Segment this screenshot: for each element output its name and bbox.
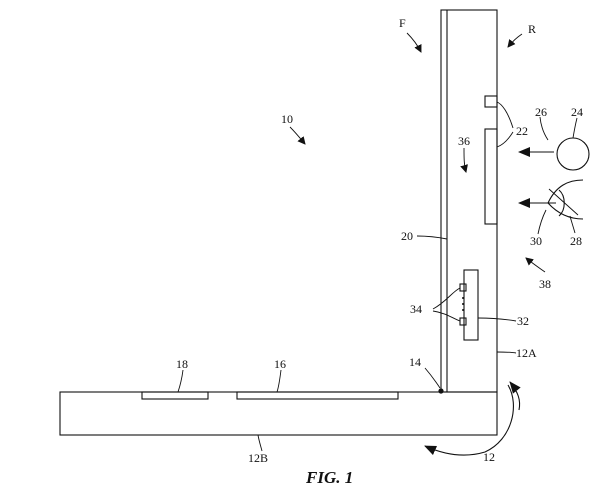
figure-caption: FIG. 1 (305, 468, 353, 487)
leader-20 (416, 235, 448, 240)
external-object (556, 137, 590, 171)
label-16: 16 (274, 357, 286, 371)
label-18: 18 (176, 357, 188, 371)
leader-34a (432, 287, 461, 310)
leader-22b (496, 131, 514, 148)
label-22: 22 (516, 124, 528, 138)
hinge-point (438, 388, 444, 394)
contact-bottom (459, 317, 467, 326)
leader-30 (537, 209, 547, 235)
leader-22a (496, 101, 514, 129)
label-12: 12 (483, 450, 495, 464)
label-14: 14 (409, 355, 421, 369)
leader-36 (460, 147, 468, 173)
component-18 (141, 391, 209, 400)
housing-curve-arrow (424, 384, 514, 456)
label-28: 28 (570, 234, 582, 248)
leader-38 (525, 257, 546, 273)
leader-18 (177, 369, 184, 393)
label-20: 20 (401, 229, 413, 243)
leader-16 (276, 369, 282, 393)
leader-24 (572, 117, 578, 139)
upper-housing-panel (440, 9, 498, 393)
label-38: 38 (539, 277, 551, 291)
component-16 (236, 391, 399, 400)
label-12A: 12A (516, 346, 537, 360)
leader-34b (432, 310, 461, 322)
label-R: R (528, 22, 536, 36)
leader-R (507, 33, 523, 48)
label-12B: 12B (248, 451, 268, 465)
housing-curve-arrowhead-top (509, 381, 521, 411)
leader-12A (496, 351, 517, 354)
eye-ray (548, 188, 579, 216)
contact-dot (462, 309, 464, 311)
leader-F (406, 32, 422, 53)
leader-12B (257, 434, 263, 452)
contact-dot (462, 303, 464, 305)
label-26: 26 (535, 105, 547, 119)
connector-32 (463, 269, 479, 341)
label-36: 36 (458, 134, 470, 148)
label-10: 10 (281, 112, 293, 126)
eye-icon (547, 179, 584, 220)
label-30: 30 (530, 234, 542, 248)
label-34: 34 (410, 302, 422, 316)
label-F: F (399, 16, 406, 30)
leader-32 (477, 317, 517, 322)
leader-26 (539, 116, 549, 141)
rear-component-long (484, 128, 498, 225)
label-24: 24 (571, 105, 583, 119)
leader-14 (424, 367, 441, 389)
leader-10 (289, 126, 306, 145)
eye-lens (558, 189, 565, 217)
contact-dot (462, 297, 464, 299)
contact-top (459, 283, 467, 292)
rear-component-small (484, 95, 498, 108)
leader-28 (569, 215, 576, 234)
label-32: 32 (517, 314, 529, 328)
